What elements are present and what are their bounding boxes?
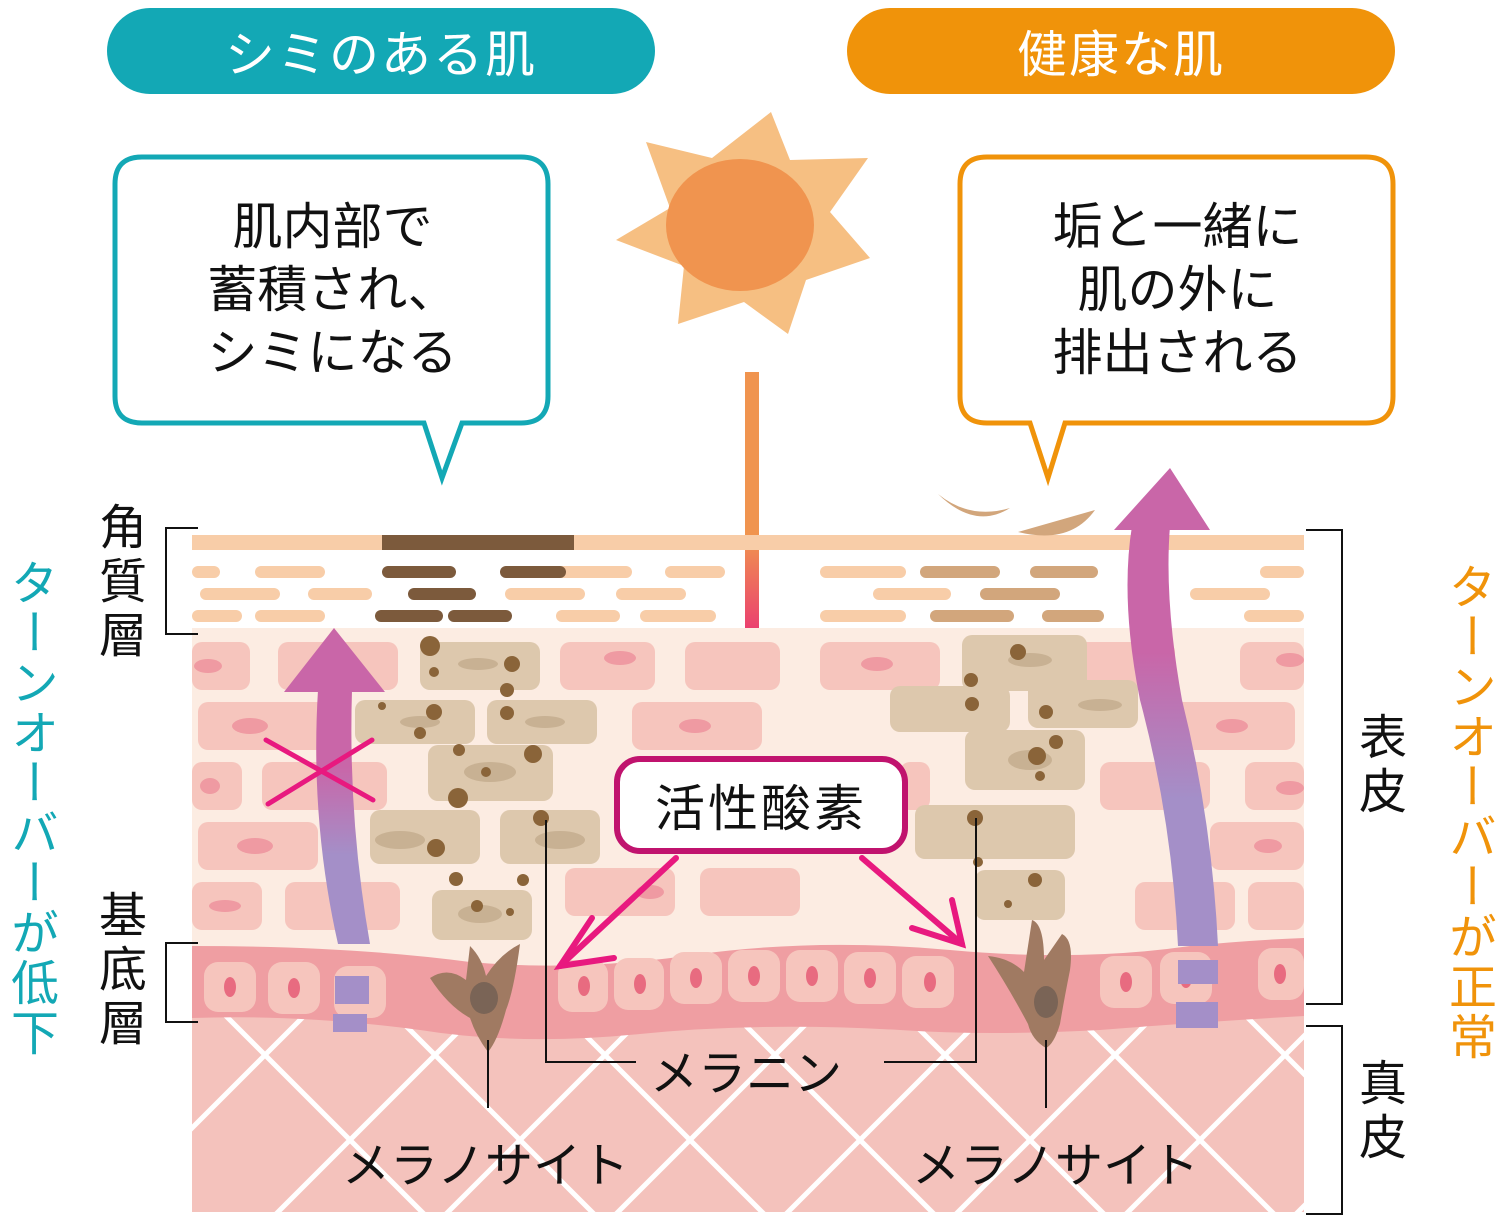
turnover-decreased-label: ターンオーバーが低下: [2, 558, 58, 1058]
melanocyte-left: [430, 944, 520, 1052]
melanocyte-right: [988, 920, 1071, 1048]
ros-arrows: [553, 855, 967, 970]
stratum-corneum-label: 角質層: [90, 502, 146, 664]
dermis-label: 真皮: [1350, 1058, 1406, 1166]
shed-flakes: [938, 494, 1095, 536]
spotted-skin-header: シミのある肌: [107, 8, 655, 94]
leader-lines: [487, 818, 1047, 1108]
stratum-corneum-layer: [192, 494, 1304, 622]
melanin-label: メラニン: [650, 1046, 843, 1102]
left-speech-bubble: [112, 154, 551, 486]
healthy-skin-title: 健康な肌: [1017, 26, 1225, 84]
basal-layer-label: 基底層: [90, 890, 146, 1052]
melanocyte-label-left: メラノサイト: [342, 1138, 630, 1194]
turnover-arrow-right: [1114, 468, 1218, 1028]
blocked-x-icon: [263, 737, 376, 807]
turnover-arrow-left: [284, 628, 385, 1032]
sun-icon: [616, 112, 870, 334]
spotted-skin-title: シミのある肌: [225, 26, 537, 84]
epidermis-label: 表皮: [1350, 712, 1406, 820]
melanin-granules: [378, 636, 1063, 916]
left-bubble-text: 肌内部で 蓄積され、 シミになる: [207, 198, 458, 382]
right-bubble-text: 垢と一緒に 肌の外に 排出される: [1052, 198, 1303, 382]
layer-brackets: [165, 527, 1343, 1215]
melanocyte-label-right: メラノサイト: [912, 1138, 1200, 1194]
reactive-oxygen-label: 活性酸素: [655, 780, 867, 838]
right-speech-bubble: [957, 154, 1396, 487]
reactive-oxygen-box: 活性酸素: [614, 756, 908, 854]
turnover-normal-label: ターンオーバーが正常: [1440, 562, 1496, 1062]
healthy-skin-header: 健康な肌: [847, 8, 1395, 94]
